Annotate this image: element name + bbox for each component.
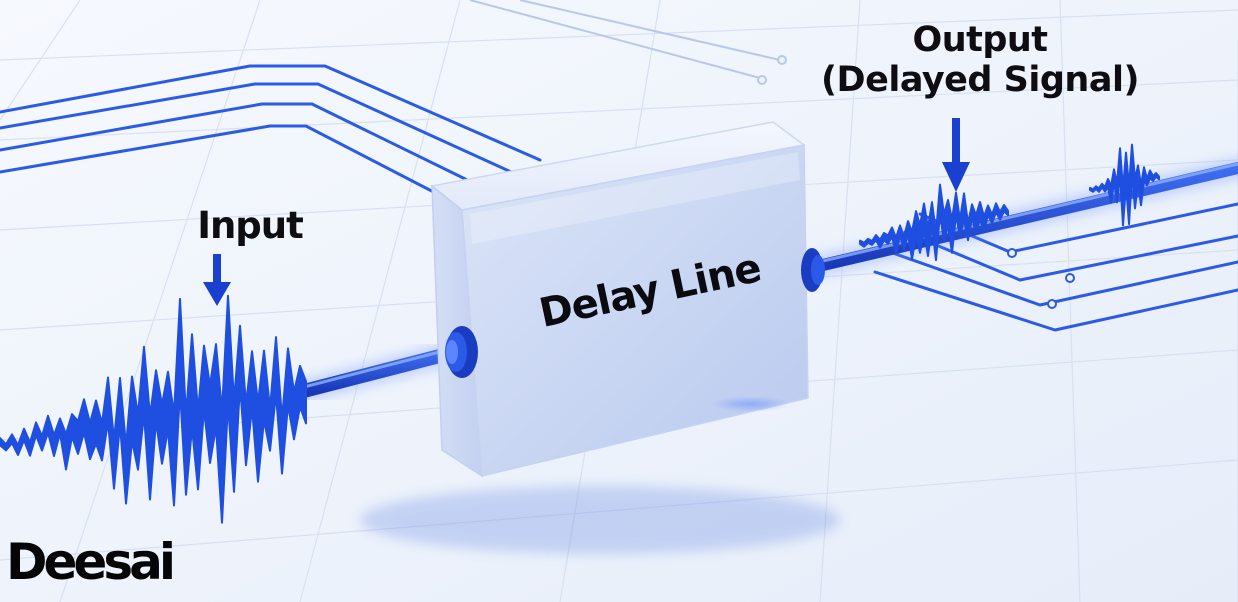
input-waveform (0, 294, 307, 524)
input-cable (289, 341, 466, 403)
arrow-down-icon (942, 118, 970, 192)
circuit-traces-top (469, 0, 787, 85)
box-floor-shadow (360, 486, 840, 554)
output-label-line1: Output (912, 20, 1048, 60)
box-glow (710, 396, 790, 412)
output-waveform-delayed (859, 183, 1009, 262)
input-label: Input (197, 204, 304, 247)
output-waveform-echo (1089, 143, 1160, 227)
delay-line-box (430, 121, 809, 478)
circuit-traces-left (0, 64, 542, 218)
arrow-down-icon (203, 254, 231, 306)
output-cable (800, 158, 1238, 278)
output-label-line2: (Delayed Signal) (821, 60, 1139, 100)
box-front-face (461, 144, 809, 477)
brand-logo: Deesai (6, 533, 176, 591)
output-label: Output (Delayed Signal) (800, 20, 1160, 100)
trace-nodes (1007, 248, 1075, 309)
input-connector (445, 326, 478, 378)
output-connector (801, 248, 825, 292)
